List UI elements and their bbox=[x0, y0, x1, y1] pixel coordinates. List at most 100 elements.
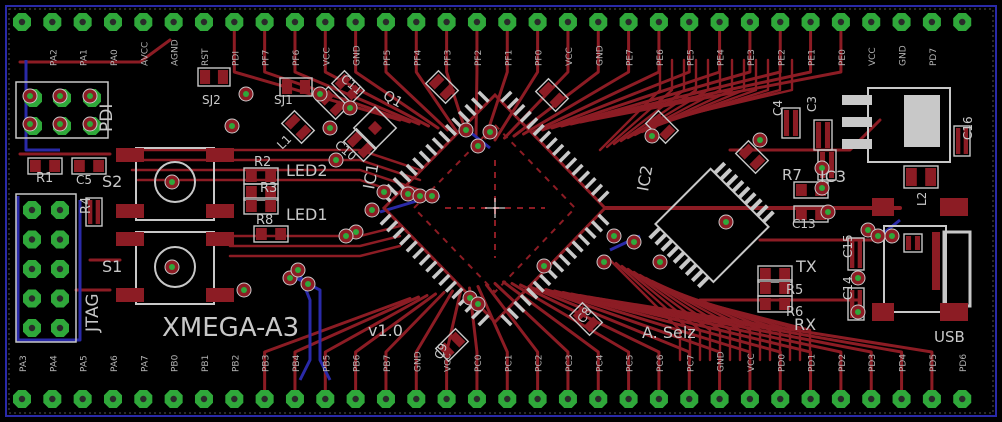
c15-label: C15 bbox=[841, 234, 855, 258]
via bbox=[376, 184, 392, 200]
smd-part bbox=[330, 69, 366, 105]
bottom-pin-label: PC2 bbox=[535, 355, 545, 372]
via bbox=[470, 138, 486, 154]
sj2-label: SJ2 bbox=[202, 93, 221, 107]
bottom-header-pad bbox=[467, 390, 486, 408]
top-pin-label: PE4 bbox=[717, 49, 727, 66]
r7-label: R7 bbox=[782, 166, 802, 184]
via bbox=[82, 88, 98, 104]
top-pin-label: VCC bbox=[565, 47, 575, 66]
jtag-pad bbox=[23, 260, 41, 278]
bottom-header-pad bbox=[862, 390, 881, 408]
bottom-header-pad bbox=[13, 390, 31, 408]
usb-label: USB bbox=[934, 328, 965, 346]
bottom-pin-label: PC0 bbox=[474, 354, 484, 372]
via bbox=[238, 86, 254, 102]
via bbox=[224, 118, 240, 134]
bottom-pin-label: PC7 bbox=[686, 355, 696, 372]
bottom-header-pad bbox=[225, 390, 244, 408]
smd-part bbox=[71, 157, 107, 175]
via bbox=[52, 88, 68, 104]
via bbox=[814, 180, 830, 196]
via bbox=[884, 228, 900, 244]
rx-label: RX bbox=[794, 315, 816, 334]
bottom-pin-label: PD3 bbox=[868, 354, 878, 372]
bottom-pin-label: PD5 bbox=[929, 354, 939, 372]
c14-label: C14 bbox=[841, 276, 855, 300]
top-pin-label: VCC bbox=[322, 47, 332, 66]
bottom-pin-label: PD6 bbox=[959, 354, 969, 372]
bottom-header-pad bbox=[498, 390, 517, 408]
s1-label: S1 bbox=[102, 257, 122, 276]
bottom-pin-label: GND bbox=[413, 351, 423, 372]
top-pin-label: PE3 bbox=[747, 49, 757, 66]
switch-s1 bbox=[116, 231, 234, 305]
bottom-header-pad bbox=[103, 390, 122, 408]
via bbox=[458, 122, 474, 138]
jtag-pad bbox=[51, 260, 69, 278]
led1-label: LED1 bbox=[286, 205, 328, 224]
smd-part bbox=[568, 301, 604, 337]
r2-label: R2 bbox=[254, 155, 271, 170]
top-header-pad bbox=[589, 13, 608, 31]
bottom-pin-label: PC6 bbox=[656, 354, 666, 372]
top-header-pad bbox=[771, 13, 790, 31]
top-pin-label: PF3 bbox=[444, 50, 454, 66]
via bbox=[22, 116, 38, 132]
bottom-header-pad bbox=[771, 390, 790, 408]
c9-label: C9 bbox=[432, 341, 451, 361]
bottom-header-pad bbox=[649, 390, 668, 408]
via bbox=[82, 116, 98, 132]
top-header-pad bbox=[285, 13, 304, 31]
smd-part bbox=[813, 119, 833, 151]
top-pin-label: PF4 bbox=[413, 49, 423, 66]
top-header-pad bbox=[13, 13, 31, 31]
smd-part bbox=[953, 125, 971, 157]
top-header-pad bbox=[316, 13, 335, 31]
smd-part bbox=[434, 327, 470, 363]
top-header-pad bbox=[892, 13, 911, 31]
top-header-pad bbox=[467, 13, 486, 31]
top-header-pad bbox=[437, 13, 456, 31]
bottom-pin-label: PA6 bbox=[110, 355, 120, 372]
bottom-header-pad bbox=[619, 390, 638, 408]
jtag-pad bbox=[23, 319, 41, 337]
smd-part bbox=[197, 67, 231, 87]
bottom-pin-label: PB4 bbox=[292, 354, 302, 372]
via bbox=[300, 276, 316, 292]
top-pin-label: RST bbox=[201, 48, 211, 66]
top-header-pad bbox=[346, 13, 365, 31]
top-pin-label: PE2 bbox=[777, 49, 787, 66]
ic1-mcu bbox=[379, 90, 610, 327]
via bbox=[536, 258, 552, 274]
board-author: A. Selz bbox=[642, 323, 696, 342]
via bbox=[596, 254, 612, 270]
via bbox=[424, 188, 440, 204]
top-header-pad bbox=[73, 13, 92, 31]
bottom-header-pad bbox=[589, 390, 608, 408]
bottom-pin-label: PB5 bbox=[322, 355, 332, 372]
bottom-pin-label: PB3 bbox=[262, 355, 272, 372]
bottom-header-pad bbox=[134, 390, 153, 408]
via bbox=[652, 254, 668, 270]
via bbox=[322, 120, 338, 136]
smd-part bbox=[243, 197, 279, 215]
smd-part bbox=[253, 225, 289, 243]
via bbox=[52, 116, 68, 132]
via bbox=[400, 186, 416, 202]
top-pin-label: PDI bbox=[231, 51, 241, 66]
top-pin-label: PE0 bbox=[838, 49, 848, 66]
r6-label: R6 bbox=[786, 305, 803, 320]
top-pin-label: PA1 bbox=[80, 49, 90, 66]
bottom-pin-label: PB6 bbox=[353, 354, 363, 372]
s2-label: S2 bbox=[102, 172, 122, 191]
top-header-pad bbox=[43, 13, 62, 31]
via bbox=[338, 228, 354, 244]
top-header-pad bbox=[103, 13, 122, 31]
smd-part bbox=[781, 107, 801, 139]
r4-label: R4 bbox=[79, 197, 94, 214]
board-version: v1.0 bbox=[368, 321, 403, 340]
